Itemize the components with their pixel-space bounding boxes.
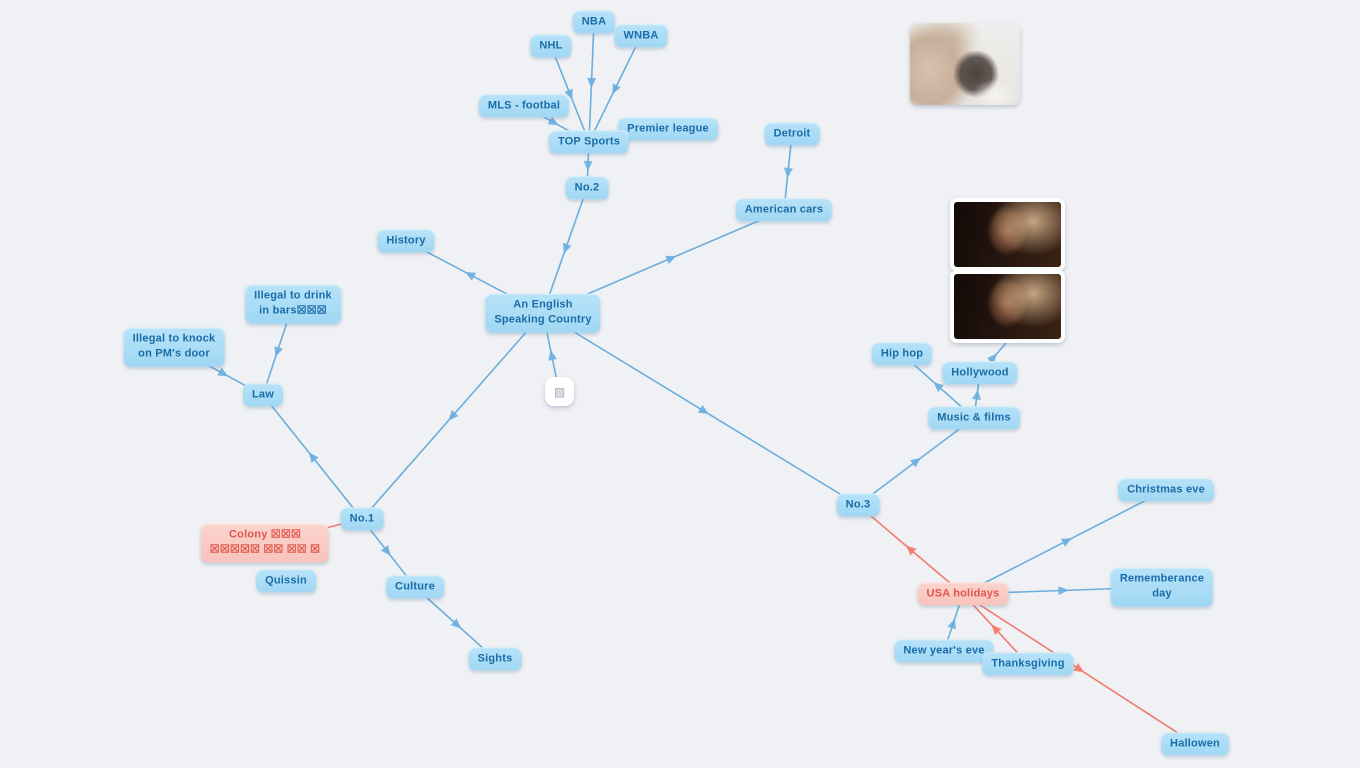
edge-arrow-icon — [587, 77, 597, 88]
edge-arrow-icon — [562, 242, 572, 254]
mindmap-node-hip-hop[interactable]: Hip hop — [871, 342, 933, 366]
edge-arrow-icon — [548, 350, 558, 361]
mindmap-node-thanksgiving[interactable]: Thanksgiving — [982, 652, 1074, 676]
edge-arrow-icon — [933, 382, 944, 393]
mindmap-node-hallowen[interactable]: Hallowen — [1161, 732, 1229, 756]
mindmap-node-sights[interactable]: Sights — [468, 647, 522, 671]
edge-arrow-icon — [905, 545, 917, 556]
mindmap-node-rememberance[interactable]: Rememberance day — [1110, 567, 1214, 607]
mindmap-node-christmas-eve[interactable]: Christmas eve — [1118, 478, 1214, 502]
mindmap-node-nhl[interactable]: NHL — [530, 34, 572, 58]
photo-hands-image[interactable] — [910, 23, 1020, 105]
mindmap-node-new-years-eve[interactable]: New year's eve — [894, 639, 994, 663]
mindmap-node-mls-footbal[interactable]: MLS - footbal — [478, 94, 570, 118]
edge-arrow-icon — [583, 160, 593, 171]
edge-arrow-icon — [380, 545, 391, 556]
edge-arrow-icon — [697, 404, 709, 415]
edge-arrow-icon — [991, 624, 1002, 635]
edge-arrow-icon — [1058, 586, 1069, 596]
mindmap-node-quissin[interactable]: Quissin — [256, 569, 316, 593]
edge-arrow-icon — [308, 452, 319, 463]
mindmap-node-history[interactable]: History — [377, 229, 435, 253]
mindmap-node-usa-holidays[interactable]: USA holidays — [917, 582, 1009, 606]
mindmap-node-culture[interactable]: Culture — [386, 575, 444, 599]
edge-arrow-icon — [612, 83, 621, 95]
mindmap-node-no2[interactable]: No.2 — [565, 176, 609, 200]
mindmap-node-no1[interactable]: No.1 — [340, 507, 384, 531]
edge-arrow-icon — [547, 116, 559, 126]
mindmap-node-premier-league[interactable]: Premier league — [618, 117, 718, 141]
mindmap-node-illegal-knock[interactable]: Illegal to knock on PM's door — [123, 327, 225, 367]
edge-arrow-icon — [448, 410, 459, 421]
mindmap-node-illegal-drink[interactable]: Illegal to drink in bars☒☒☒ — [245, 284, 341, 324]
mindmap-node-detroit[interactable]: Detroit — [764, 122, 820, 146]
mindmap-node-american-cars[interactable]: American cars — [735, 198, 833, 222]
edge-arrow-icon — [665, 255, 677, 265]
movie-still-2-image[interactable] — [950, 270, 1065, 343]
edge-arrow-icon — [1060, 538, 1072, 547]
edge-arrow-icon — [274, 346, 283, 358]
mindmap-node-music-films[interactable]: Music & films — [928, 406, 1020, 430]
mindmap-node-center[interactable]: An English Speaking Country — [485, 293, 601, 333]
edge-arrow-icon — [217, 367, 229, 377]
broken-image-icon[interactable]: ▨ — [545, 377, 574, 406]
mindmap-node-no3[interactable]: No.3 — [836, 493, 880, 517]
mindmap-node-law[interactable]: Law — [243, 383, 283, 407]
edge-arrow-icon — [972, 389, 981, 401]
edge-arrow-icon — [947, 618, 956, 630]
movie-still-1-image[interactable] — [950, 198, 1065, 271]
mindmap-node-top-sports[interactable]: TOP Sports — [548, 130, 630, 154]
edge-arrow-icon — [465, 272, 477, 281]
mindmap-node-hollywood[interactable]: Hollywood — [942, 361, 1018, 385]
edge-arrow-icon — [1073, 663, 1085, 673]
mindmap-node-colony[interactable]: Colony ☒☒☒ ☒☒☒☒☒ ☒☒ ☒☒ ☒ — [200, 523, 330, 563]
edge-arrow-icon — [783, 167, 793, 178]
mindmap-node-nba[interactable]: NBA — [572, 10, 616, 34]
edge-arrow-icon — [910, 457, 921, 468]
mindmap-node-wnba[interactable]: WNBA — [614, 24, 668, 48]
edge-arrow-icon — [564, 88, 573, 100]
